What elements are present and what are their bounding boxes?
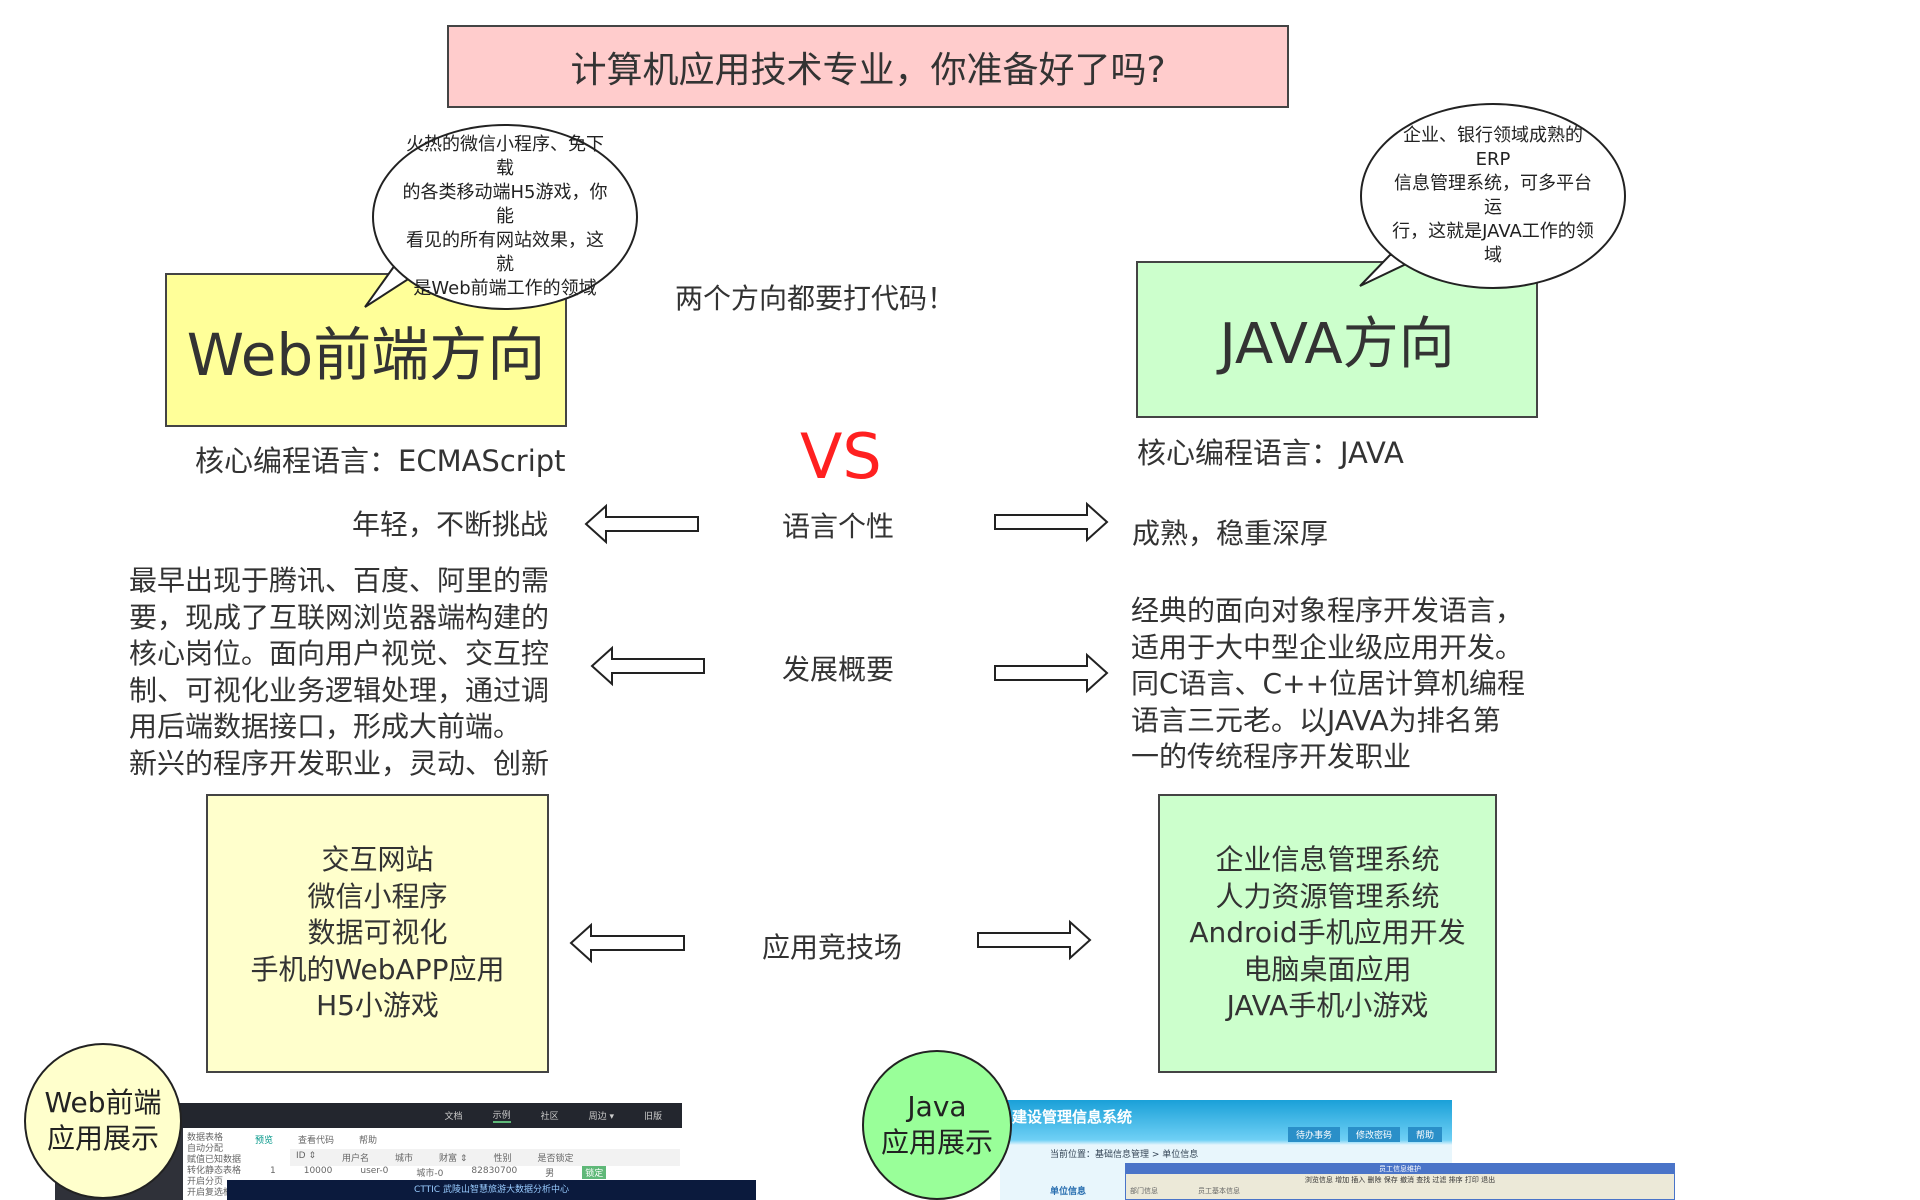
table-header: ID ⇕ [296,1151,316,1161]
application-item: 交互网站 [321,843,434,877]
nav-item: 周边 ▾ [588,1112,614,1122]
system-button: 修改密码 [1347,1127,1400,1142]
web-personality: 年轻，不断挑战 [352,508,549,541]
application-item: H5小游戏 [316,989,439,1023]
application-item: 手机的WebAPP应用 [250,952,505,986]
java-heading: JAVA方向 [1219,312,1455,377]
arrow-right-icon [994,501,1109,543]
overview-line: 用后端数据接口，形成大前端。 [129,710,522,743]
side-item: 数据表格 [187,1133,224,1143]
nav-item: 社区 [540,1112,559,1122]
table-header: 用户名 [342,1154,370,1164]
bubble-line: 火热的微信小程序、免下载 [406,134,604,179]
web-heading: Web前端方向 [186,321,546,389]
vs-label: VS [800,420,882,493]
web-core-language: 核心编程语言：ECMAScript [195,444,566,478]
overview-line: 要，现成了互联网浏览器端构建的 [129,600,550,634]
overview-line: 适用于大中型企业级应用开发。 [1131,630,1524,664]
bubble-line: 的各类移动端H5游戏，你能 [402,182,608,227]
table-cell: 82830700 [471,1166,518,1176]
table-header: 财富 ⇕ [439,1154,468,1164]
system-button: 待办事务 [1287,1127,1340,1142]
application-item: 企业信息管理系统 [1215,843,1440,877]
bubble-line: 行，这就是JAVA工作的领域 [1392,221,1594,266]
java-window-screenshot: 员工信息维护 浏览信息 增加 插入 删除 保存 撤消 查找 过滤 排序 打印 退… [1125,1163,1675,1200]
bubble-line: 是Web前端工作的领域 [413,278,597,299]
arrow-left-icon [590,645,705,687]
badge-line: Java [907,1090,967,1123]
overview-line: 同C语言、C++位居计算机编程 [1131,667,1526,700]
system-button: 帮助 [1407,1127,1442,1142]
applications-label: 应用竞技场 [762,931,903,964]
application-item: JAVA手机小游戏 [1226,989,1429,1023]
side-item: 转化静态表格 [187,1166,242,1176]
overview-line: 经典的面向对象程序开发语言， [1131,594,1524,627]
window-title: 员工信息维护 [1126,1164,1674,1174]
badge-line: Web前端 [44,1086,162,1119]
side-item: 开启分页 [187,1177,224,1187]
bubble-line: 企业、银行领域成熟的ERP [1403,125,1583,170]
nav-item: 示例 [492,1108,511,1123]
arrow-left-icon [569,922,685,964]
application-item: 人力资源管理系统 [1215,879,1440,913]
overview-line: 核心岗位。面向用户视觉、交互控 [129,637,550,670]
panel-title: 员工基本信息 [1198,1187,1240,1195]
web-overview: 最早出现于腾讯、百度、阿里的需 要，现成了互联网浏览器端构建的 核心岗位。面向用… [129,563,549,782]
application-item: 电脑桌面应用 [1243,952,1412,986]
window-toolbar: 浏览信息 增加 插入 删除 保存 撤消 查找 过滤 排序 打印 退出 [1304,1176,1496,1184]
java-personality: 成熟，稳重深厚 [1132,517,1329,550]
table-cell: 城市-0 [416,1169,444,1179]
dashboard-banner: CTTIC 武陵山智慧旅游大数据分析中心 [414,1185,569,1195]
panel-title: 部门信息 [1130,1187,1158,1195]
web-showcase-badge: Web前端 应用展示 [24,1043,182,1199]
tab: 帮助 [359,1136,378,1146]
table-cell: user-0 [360,1166,389,1176]
overview-line: 制、可视化业务逻辑处理，通过调 [129,673,550,707]
personality-label: 语言个性 [782,510,895,543]
bubble-line: 信息管理系统，可多平台运 [1394,173,1592,218]
application-item: 数据可视化 [307,916,448,950]
side-item: 赋值已知数据 [187,1155,242,1165]
java-applications-box: 企业信息管理系统 人力资源管理系统 Android手机应用开发 电脑桌面应用 J… [1158,794,1497,1073]
overview-line: 新兴的程序开发职业，灵动、创新 [129,746,550,780]
page-title: 计算机应用技术专业，你准备好了吗? [447,25,1289,108]
overview-line: 最早出现于腾讯、百度、阿里的需 [129,564,550,597]
web-applications-box: 交互网站 微信小程序 数据可视化 手机的WebAPP应用 H5小游戏 [206,794,549,1073]
arrow-right-icon [994,652,1109,694]
tab: 预览 [255,1136,274,1146]
web-dashboard-screenshot: CTTIC 武陵山智慧旅游大数据分析中心 [227,1180,756,1200]
table-header: 性别 [493,1154,512,1164]
overview-line: 语言三元老。以JAVA为排名第 [1131,703,1501,737]
table-header: 是否锁定 [537,1154,574,1164]
side-item: 自动分配 [187,1144,224,1154]
arrow-right-icon [977,919,1092,961]
nav-item: 旧版 [643,1112,662,1122]
table-header: 城市 [395,1154,414,1164]
java-overview: 经典的面向对象程序开发语言， 适用于大中型企业级应用开发。 同C语言、C++位居… [1131,593,1525,776]
java-core-language: 核心编程语言：JAVA [1137,436,1404,470]
java-speech-bubble: 企业、银行领域成熟的ERP 信息管理系统，可多平台运 行，这就是JAVA工作的领… [1360,103,1626,289]
table-cell: 男 [545,1169,555,1179]
side-item: 开启复选框 [187,1188,233,1198]
table-cell: 锁定 [582,1166,607,1179]
table-cell: 1 [270,1166,276,1176]
location-breadcrumb: 当前位置：基础信息管理 > 单位信息 [1050,1150,1199,1160]
overview-line: 一的传统程序开发职业 [1131,740,1412,773]
bubble-line: 看见的所有网站效果，这就 [406,230,604,275]
overview-label: 发展概要 [782,653,895,686]
section-title: 单位信息 [1050,1187,1087,1197]
java-showcase-badge: Java 应用展示 [862,1050,1012,1200]
application-item: Android手机应用开发 [1189,916,1466,950]
badge-line: 应用展示 [46,1122,159,1155]
slogan: 两个方向都要打代码！ [675,282,956,315]
tab: 查看代码 [298,1136,335,1146]
application-item: 微信小程序 [307,879,448,913]
nav-item: 文档 [444,1112,463,1122]
web-speech-bubble: 火热的微信小程序、免下载 的各类移动端H5游戏，你能 看见的所有网站效果，这就 … [372,124,638,310]
system-title: 建设管理信息系统 [1012,1108,1133,1126]
arrow-left-icon [584,503,699,545]
table-cell: 10000 [303,1166,333,1176]
badge-line: 应用展示 [880,1126,993,1159]
